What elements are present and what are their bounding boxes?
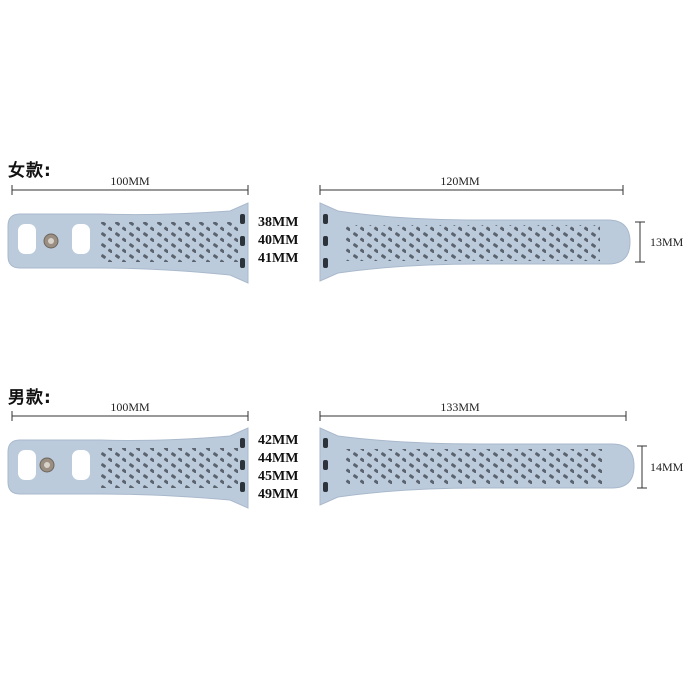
men-short-length: 100MM: [110, 400, 150, 414]
women-size-3: 41MM: [258, 251, 299, 266]
men-long-length: 133MM: [440, 400, 480, 414]
women-section-label: 女款:: [8, 161, 52, 181]
women-long-strap: [319, 202, 631, 282]
women-size-2: 40MM: [258, 233, 299, 248]
men-section-label: 男款:: [8, 388, 52, 408]
women-buckle-strap: [7, 202, 249, 284]
men-band-width: 14MM: [650, 460, 684, 474]
men-size-list: 42MM 44MM 45MM 49MM: [258, 432, 298, 504]
men-size-3: 45MM: [258, 469, 299, 484]
men-size-1: 42MM: [258, 433, 299, 448]
women-short-length: 100MM: [110, 174, 150, 188]
men-long-strap: [319, 427, 635, 506]
men-size-4: 49MM: [258, 487, 299, 502]
men-buckle-strap: [7, 427, 249, 509]
women-long-length: 120MM: [440, 174, 480, 188]
women-dimension-lines: [11, 185, 645, 263]
men-dimension-lines: [11, 411, 647, 489]
women-size-1: 38MM: [258, 215, 299, 230]
women-band-width: 13MM: [650, 235, 684, 249]
men-size-2: 44MM: [258, 451, 299, 466]
women-size-list: 38MM 40MM 41MM: [258, 214, 298, 268]
